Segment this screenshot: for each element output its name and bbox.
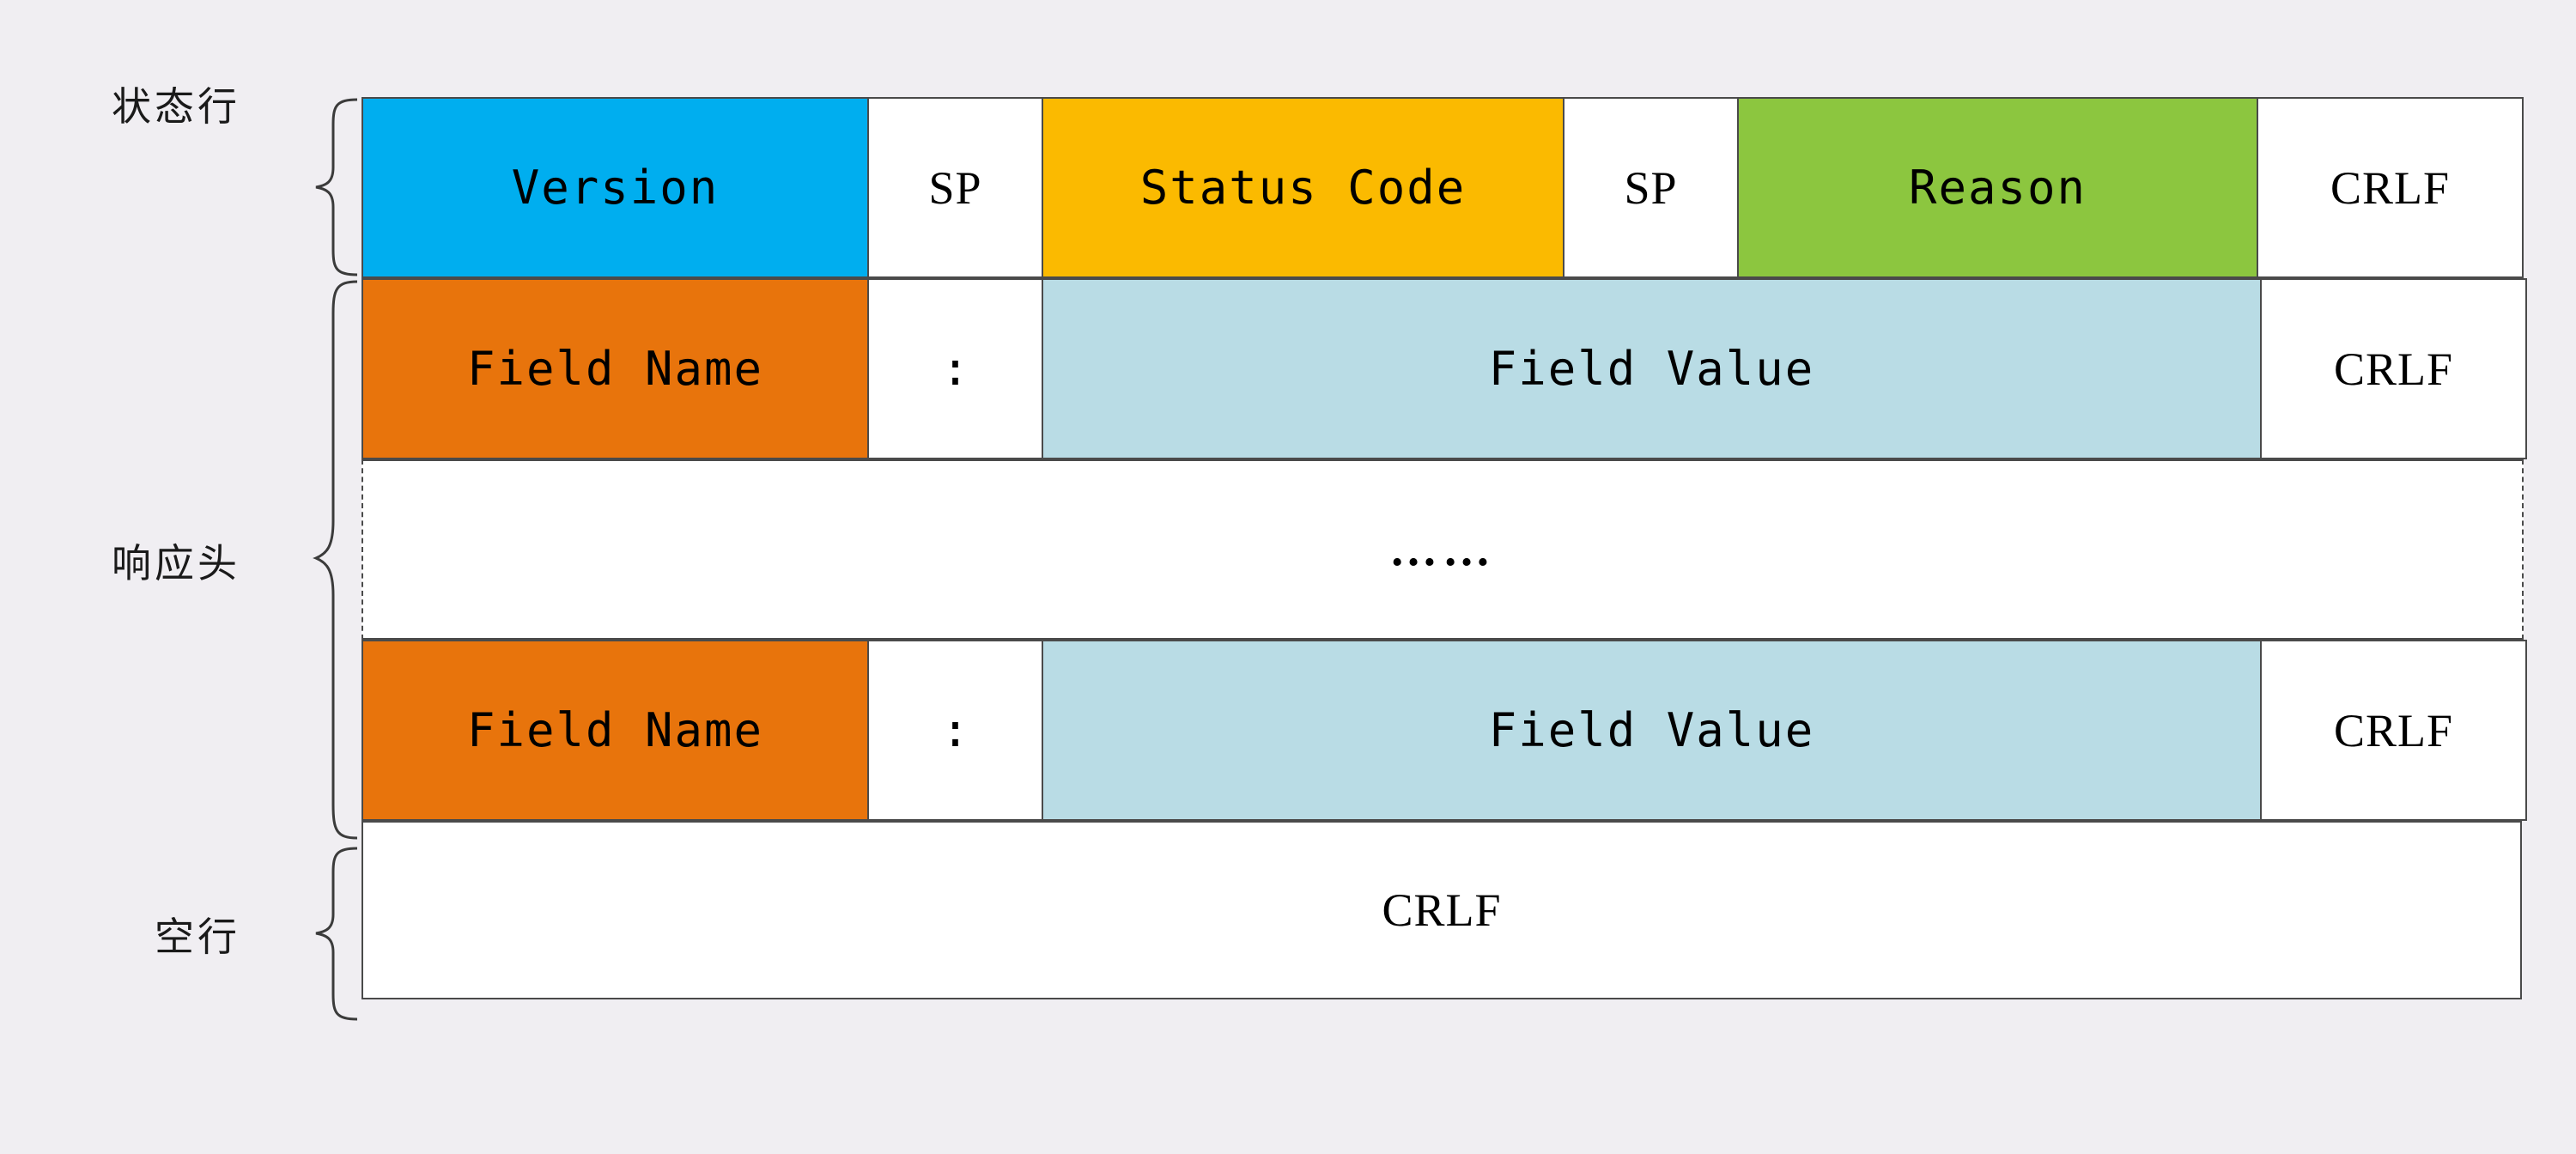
crlf-label-1: CRLF: [2330, 161, 2451, 214]
field-value-cell[interactable]: Field Value: [1042, 278, 2262, 459]
table-row-ellipsis: ……: [361, 459, 2524, 640]
version-cell[interactable]: Version: [361, 97, 869, 278]
table-row-blank-line: CRLF: [361, 821, 2522, 999]
table-row-status-line: Version SP Status Code SP Reason CRLF: [361, 97, 2524, 278]
colon-label: :: [941, 341, 969, 396]
brace-response-headers: [283, 279, 361, 841]
ellipsis-label: ……: [1389, 523, 1496, 576]
colon-cell-2[interactable]: :: [867, 640, 1043, 821]
colon-cell[interactable]: :: [867, 278, 1043, 459]
crlf-cell-3[interactable]: CRLF: [2260, 640, 2527, 821]
table-row-header-last: Field Name : Field Value CRLF: [361, 640, 2527, 821]
field-name-label-2: Field Name: [466, 702, 764, 757]
version-label: Version: [511, 160, 720, 215]
label-blank-line: 空行: [155, 914, 240, 959]
status-code-label: Status Code: [1139, 160, 1467, 215]
field-name-label: Field Name: [466, 341, 764, 396]
sp-cell-1[interactable]: SP: [867, 97, 1043, 278]
ellipsis-cell[interactable]: ……: [361, 459, 2524, 640]
crlf-cell-2[interactable]: CRLF: [2260, 278, 2527, 459]
brace-status-line: [283, 97, 361, 277]
field-name-cell[interactable]: Field Name: [361, 278, 869, 459]
field-name-cell-2[interactable]: Field Name: [361, 640, 869, 821]
response-message-table: Version SP Status Code SP Reason CRLF Fi…: [361, 97, 2527, 1022]
brace-blank-line: [283, 846, 361, 1022]
crlf-label-4: CRLF: [1382, 884, 1502, 936]
reason-cell[interactable]: Reason: [1737, 97, 2258, 278]
field-value-label-2: Field Value: [1488, 702, 1815, 757]
colon-label-2: :: [941, 702, 969, 757]
status-code-cell[interactable]: Status Code: [1042, 97, 1564, 278]
crlf-cell-4[interactable]: CRLF: [361, 821, 2522, 999]
sp-label-2: SP: [1624, 161, 1678, 214]
label-response-headers: 响应头: [112, 541, 240, 586]
crlf-label-3: CRLF: [2333, 704, 2454, 756]
reason-label: Reason: [1908, 160, 2087, 215]
crlf-cell-1[interactable]: CRLF: [2257, 97, 2524, 278]
field-value-cell-2[interactable]: Field Value: [1042, 640, 2262, 821]
crlf-label-2: CRLF: [2333, 343, 2454, 395]
table-row-header-first: Field Name : Field Value CRLF: [361, 278, 2527, 459]
sp-cell-2[interactable]: SP: [1563, 97, 1739, 278]
label-status-line: 状态行: [112, 84, 240, 129]
field-value-label: Field Value: [1488, 341, 1815, 396]
sp-label-1: SP: [928, 161, 982, 214]
